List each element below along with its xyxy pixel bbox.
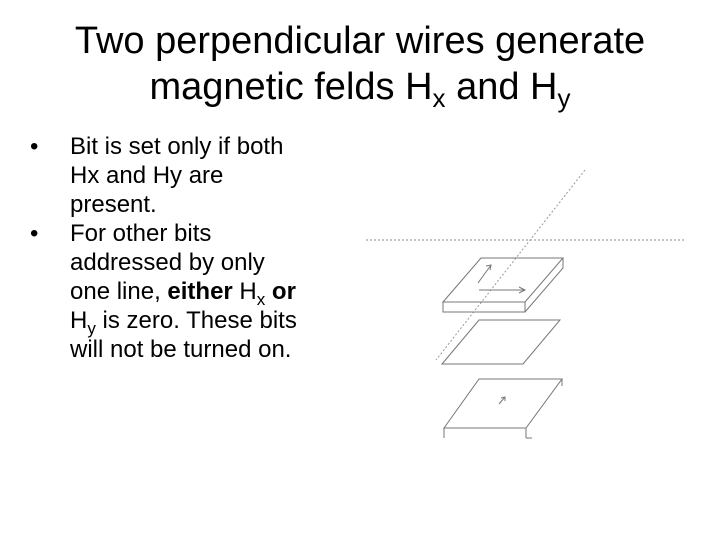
bullet-2-line-4: Hy is zero. These bits (70, 306, 360, 338)
hy-arrow-head (485, 264, 492, 271)
top-plate (441, 257, 565, 313)
bullet-2-line-1: For other bits (70, 220, 212, 247)
bullet-marker: • (30, 220, 39, 247)
bullet-2-line-2: addressed by only (70, 249, 265, 276)
bottom-plate (443, 378, 563, 439)
bullet-2-line-3-prefix: one line, (70, 278, 168, 305)
bullet-1-line-2: Hx and Hy are (70, 162, 224, 189)
title-subscript-x: x (432, 83, 446, 113)
hx-arrow-head (518, 286, 527, 294)
diagonal-wire (435, 169, 586, 361)
title-text-hy: and H (445, 66, 558, 108)
middle-plate (440, 319, 562, 365)
title-text-hx: magnetic felds H (149, 66, 433, 108)
single-field-arrow-head (500, 396, 506, 401)
bullet-1-line-1: Bit is set only if both (70, 133, 284, 160)
core-plane-diagram (366, 169, 684, 439)
bullet-list: • Bit is set only if both Hx and Hy are … (30, 132, 360, 364)
bullet-marker: • (30, 133, 39, 160)
bullet-2-hy: H (70, 307, 88, 334)
title-line-2: magnetic felds Hx and Hy (149, 66, 571, 111)
title-subscript-y: y (557, 83, 571, 113)
slide-title: Two perpendicular wires generate magneti… (20, 18, 700, 111)
bullet-2-subscript-x: x (256, 290, 266, 309)
bullet-2-or: or (265, 278, 296, 305)
bullet-2-subscript-y: y (87, 319, 96, 338)
bullet-2-hx: H (232, 278, 257, 305)
single-field-arrow (498, 396, 506, 405)
bullet-item-1: • Bit is set only if both Hx and Hy are … (30, 132, 360, 219)
title-line-1: Two perpendicular wires generate (74, 20, 646, 62)
hy-arrow (477, 264, 492, 284)
bullet-2-line-3: one line, either Hx or (70, 277, 360, 309)
bullet-2-either: either (167, 278, 233, 305)
bullet-2-line-4-suffix: is zero. These bits (95, 307, 297, 334)
bullet-1-line-3: present. (70, 191, 157, 218)
bullet-item-2: • For other bits addressed by only one l… (30, 219, 360, 364)
bullet-2-line-5: will not be turned on. (70, 336, 292, 363)
